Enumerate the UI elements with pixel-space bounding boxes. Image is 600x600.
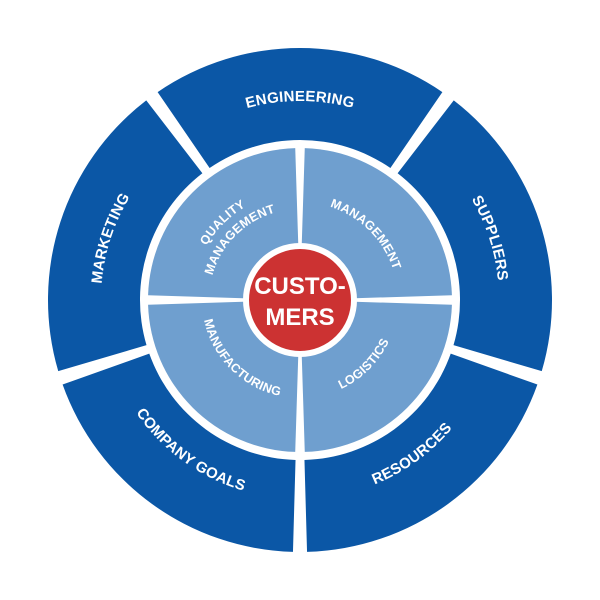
outer-segment-company-goals[interactable]: [62, 353, 296, 552]
outer-segment-marketing[interactable]: [47, 100, 203, 372]
center-hub[interactable]: [243, 243, 357, 357]
outer-segment-resources[interactable]: [304, 353, 538, 552]
outer-segment-engineering[interactable]: [157, 47, 443, 168]
outer-segment-suppliers[interactable]: [397, 100, 552, 372]
center-label-line-1: CUSTO-: [254, 273, 346, 300]
outer-ring: [47, 47, 552, 552]
center-label-line-2: MERS: [265, 304, 334, 331]
